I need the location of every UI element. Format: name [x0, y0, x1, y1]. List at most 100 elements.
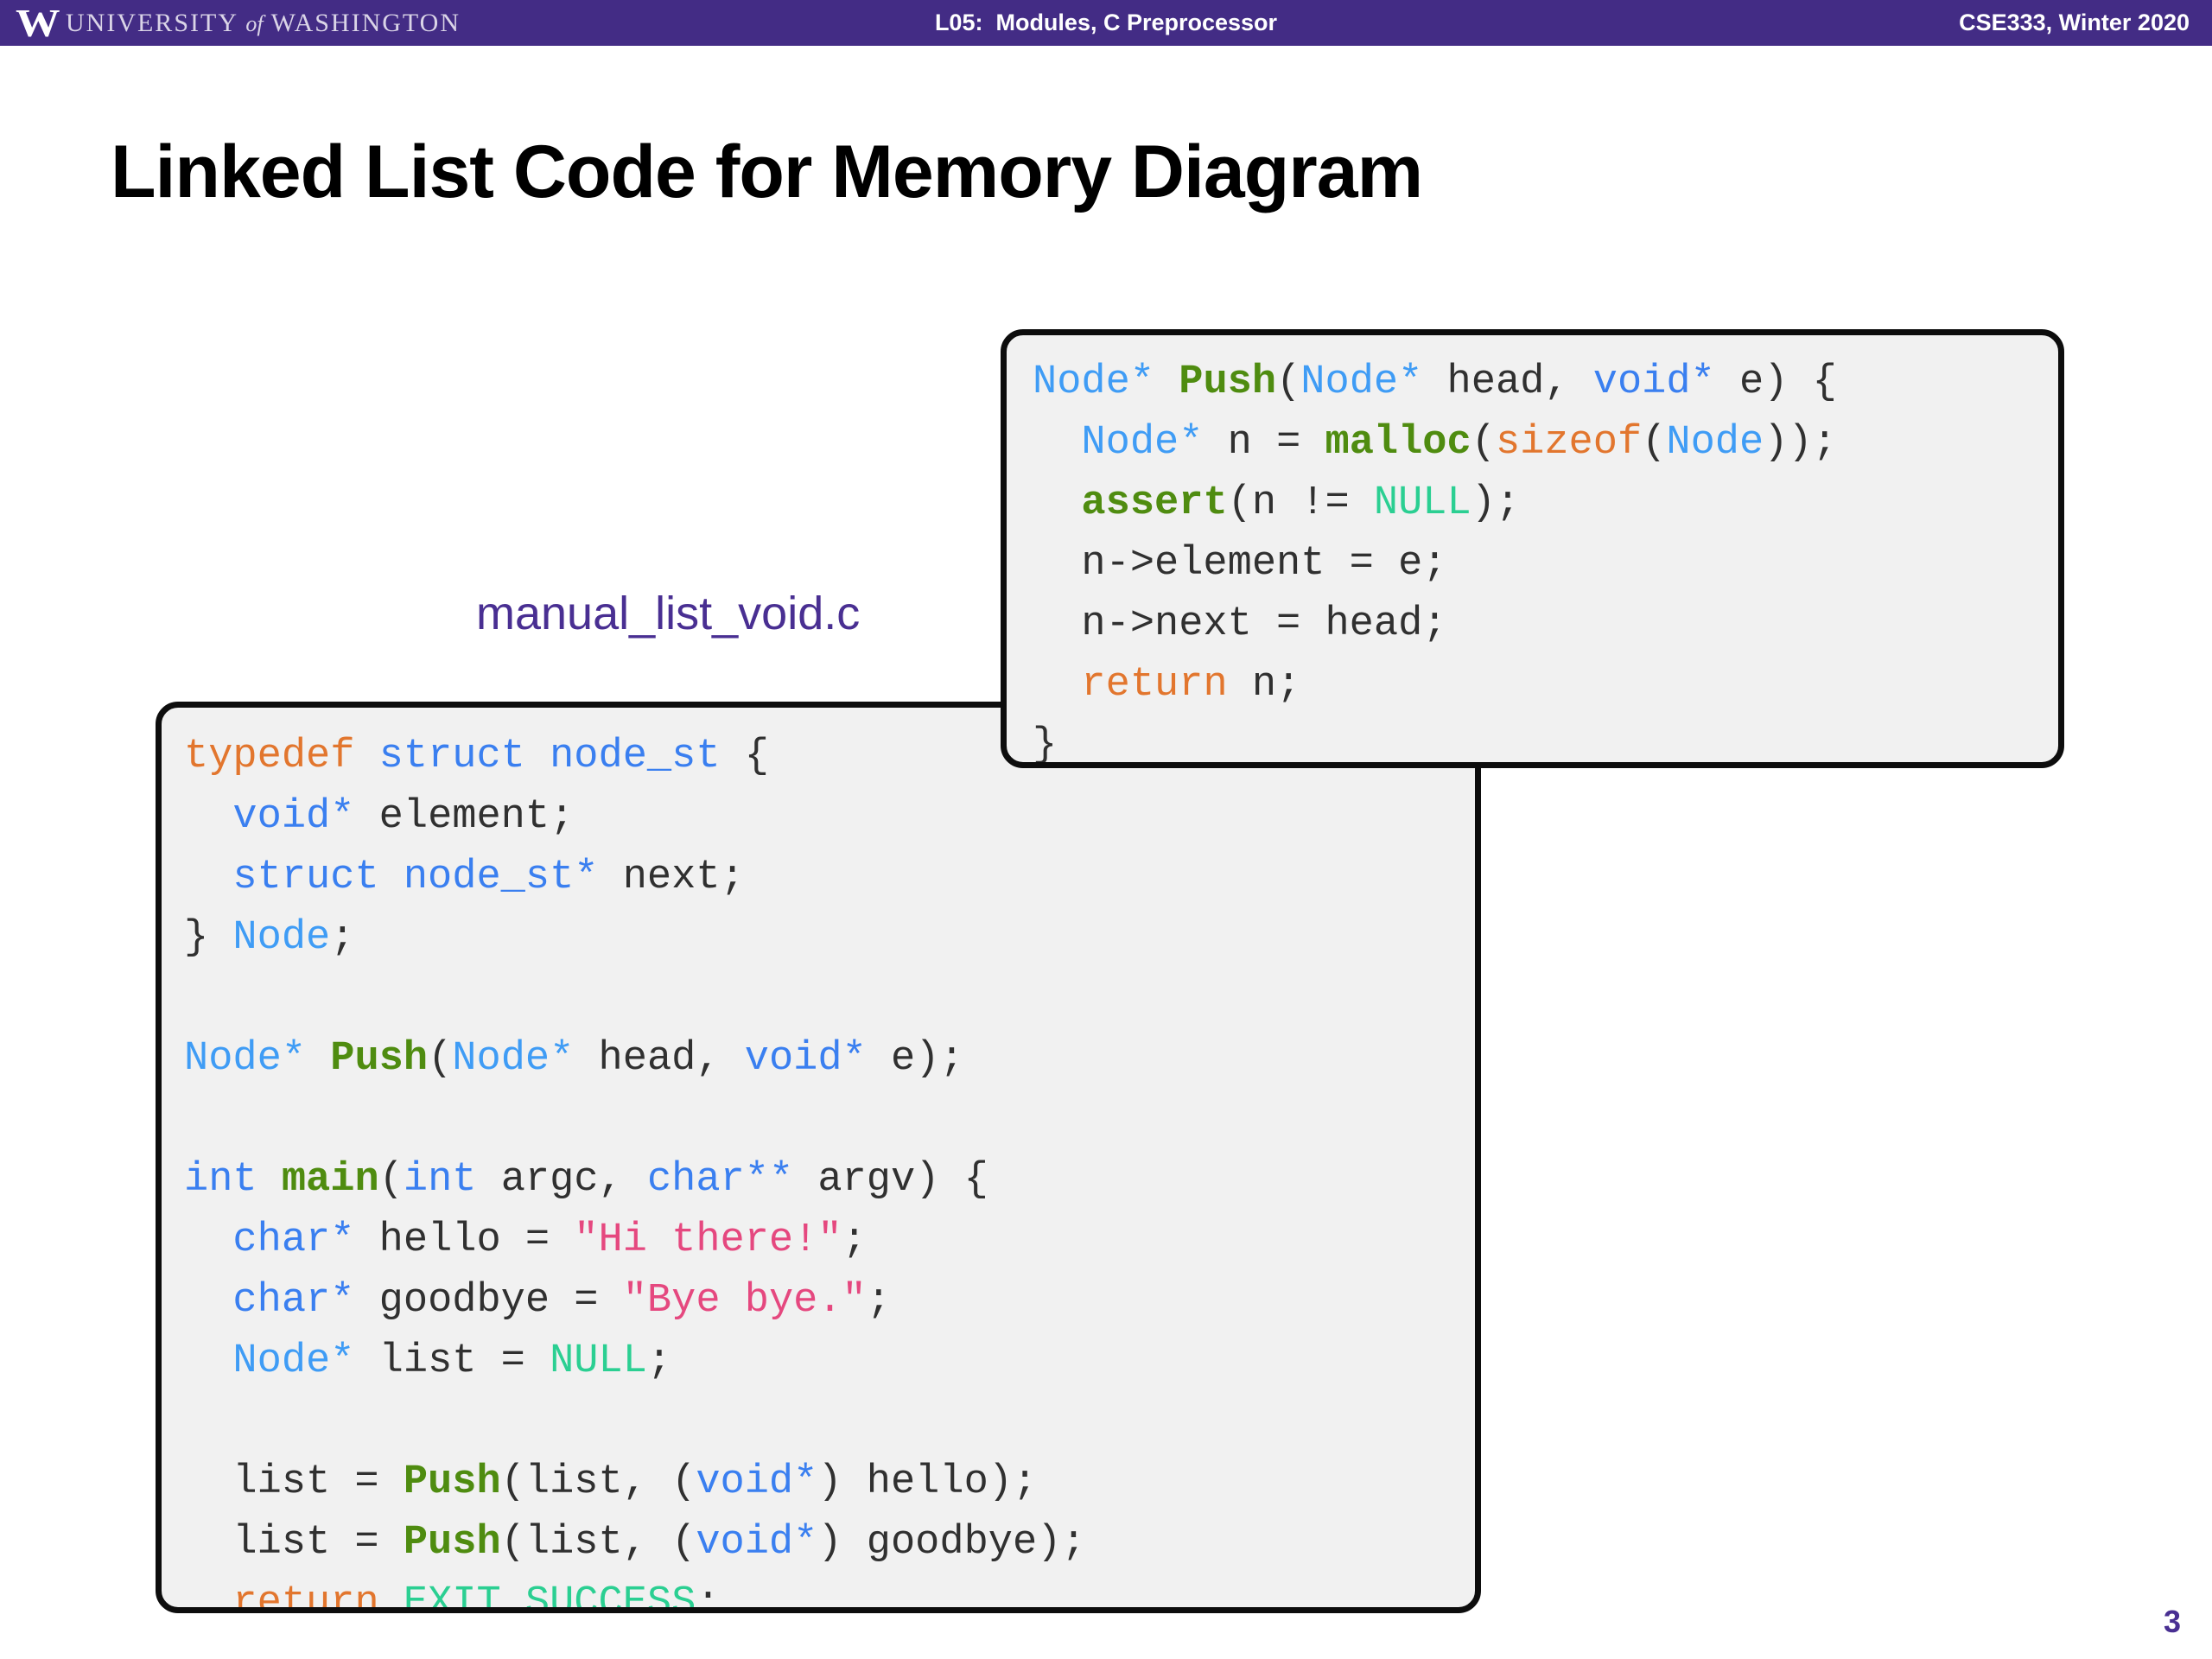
code-token: n->element = e; [1033, 541, 1447, 587]
code-token: } [184, 915, 233, 961]
code-token: list = [184, 1520, 404, 1566]
lecture-title: L05: Modules, C Preprocessor [934, 10, 1278, 35]
code-token: EXIT_SUCCESS [403, 1580, 696, 1613]
code-token: ) goodbye); [817, 1520, 1086, 1566]
code-line: return EXIT_SUCCESS; [184, 1573, 1475, 1613]
code-token: list = [354, 1338, 550, 1384]
code-token: next; [598, 855, 745, 900]
code-token: return [1081, 662, 1228, 708]
code-token [184, 1580, 232, 1607]
code-token: int [403, 1157, 477, 1203]
code-token: ; [330, 915, 355, 961]
code-token: Node* [1300, 359, 1423, 405]
code-token: e); [866, 1036, 964, 1082]
code-token: struct node_st* [232, 855, 599, 900]
code-token [306, 1036, 330, 1082]
code-token: head, [1422, 359, 1593, 405]
uw-wordmark-washington: WASHINGTON [270, 8, 461, 37]
code-line: assert(n != NULL); [1033, 474, 2058, 534]
code-token: n; [1227, 662, 1301, 708]
code-token: return [232, 1580, 379, 1613]
code-token: Node* [184, 1036, 307, 1082]
code-token: void* [696, 1520, 818, 1566]
code-token: Node* [1033, 359, 1155, 405]
code-token: void* [744, 1036, 867, 1082]
code-token [1033, 662, 1081, 708]
uw-wordmark-of: of [245, 10, 264, 36]
code-token: hello = [354, 1217, 575, 1263]
code-line [184, 1392, 1475, 1452]
code-token: { [720, 734, 769, 779]
code-line: n->next = head; [1033, 594, 2058, 655]
code-token: "Bye bye." [622, 1278, 867, 1324]
code-token: NULL [550, 1338, 647, 1384]
code-token: list = [184, 1459, 404, 1505]
code-line: Node* list = NULL; [184, 1332, 1475, 1392]
code-token: ); [1471, 480, 1521, 526]
code-block-main: typedef struct node_st { void* element; … [156, 702, 1481, 1613]
code-token: ) hello); [817, 1459, 1038, 1505]
code-token: void* [696, 1459, 818, 1505]
code-token: struct node_st [378, 734, 721, 779]
code-token [184, 1217, 232, 1263]
code-token: )); [1764, 420, 1837, 466]
header-bar: W UNIVERSITY of WASHINGTON L05: Modules,… [0, 0, 2212, 46]
code-token: Push [403, 1459, 501, 1505]
code-token: goodbye = [354, 1278, 623, 1324]
code-token [184, 1338, 232, 1384]
code-token: Push [1179, 359, 1277, 405]
code-token: ( [1471, 420, 1496, 466]
code-token: ( [1276, 359, 1301, 405]
code-token: ; [696, 1580, 721, 1613]
code-token: void* [232, 794, 355, 840]
code-token: n = [1203, 420, 1325, 466]
code-line [184, 969, 1475, 1029]
code-line: n->element = e; [1033, 534, 2058, 594]
code-token: Node* [232, 1338, 355, 1384]
code-line: struct node_st* next; [184, 848, 1475, 908]
code-token: (list, ( [500, 1459, 696, 1505]
code-token: Push [330, 1036, 429, 1082]
code-token: (list, ( [500, 1520, 696, 1566]
code-token: Push [403, 1520, 501, 1566]
code-token [184, 1278, 232, 1324]
code-token [257, 1157, 282, 1203]
code-token: char** [646, 1157, 794, 1203]
code-token: ( [428, 1036, 453, 1082]
code-token [184, 855, 232, 900]
code-line: } [1033, 715, 2058, 768]
code-token: Node [232, 915, 331, 961]
code-token: ( [378, 1157, 404, 1203]
code-token: ; [646, 1338, 672, 1384]
code-line: } Node; [184, 908, 1475, 969]
code-token: char* [232, 1217, 355, 1263]
code-token: Node* [452, 1036, 575, 1082]
code-line: typedef struct node_st { [184, 727, 1475, 787]
code-token: n->next = head; [1033, 601, 1447, 647]
code-token [184, 794, 232, 840]
code-token: argc, [476, 1157, 647, 1203]
code-token: main [281, 1157, 379, 1203]
code-token: } [1033, 722, 1058, 768]
code-line: int main(int argc, char** argv) { [184, 1150, 1475, 1211]
code-token: element; [354, 794, 575, 840]
code-token [1033, 420, 1081, 466]
code-line: Node* Push(Node* head, void* e) { [1033, 353, 2058, 413]
uw-wordmark: UNIVERSITY of WASHINGTON [66, 9, 461, 38]
uw-w-icon: W [16, 0, 60, 45]
code-token: assert [1081, 480, 1228, 526]
code-line [184, 1090, 1475, 1150]
code-token: "Hi there!" [574, 1217, 842, 1263]
code-token: sizeof [1495, 420, 1643, 466]
code-token: ( [1642, 420, 1667, 466]
code-token: malloc [1325, 420, 1471, 466]
uw-logo: W UNIVERSITY of WASHINGTON [16, 0, 461, 46]
code-token [379, 1580, 404, 1607]
code-token [1154, 359, 1179, 405]
course-term-label: CSE333, Winter 2020 [1959, 10, 2190, 35]
slide-page-number: 3 [2163, 1604, 2181, 1639]
code-token: char* [232, 1278, 355, 1324]
code-token: typedef [184, 734, 355, 779]
page-title: Linked List Code for Memory Diagram [111, 130, 1423, 213]
code-line: void* element; [184, 787, 1475, 848]
